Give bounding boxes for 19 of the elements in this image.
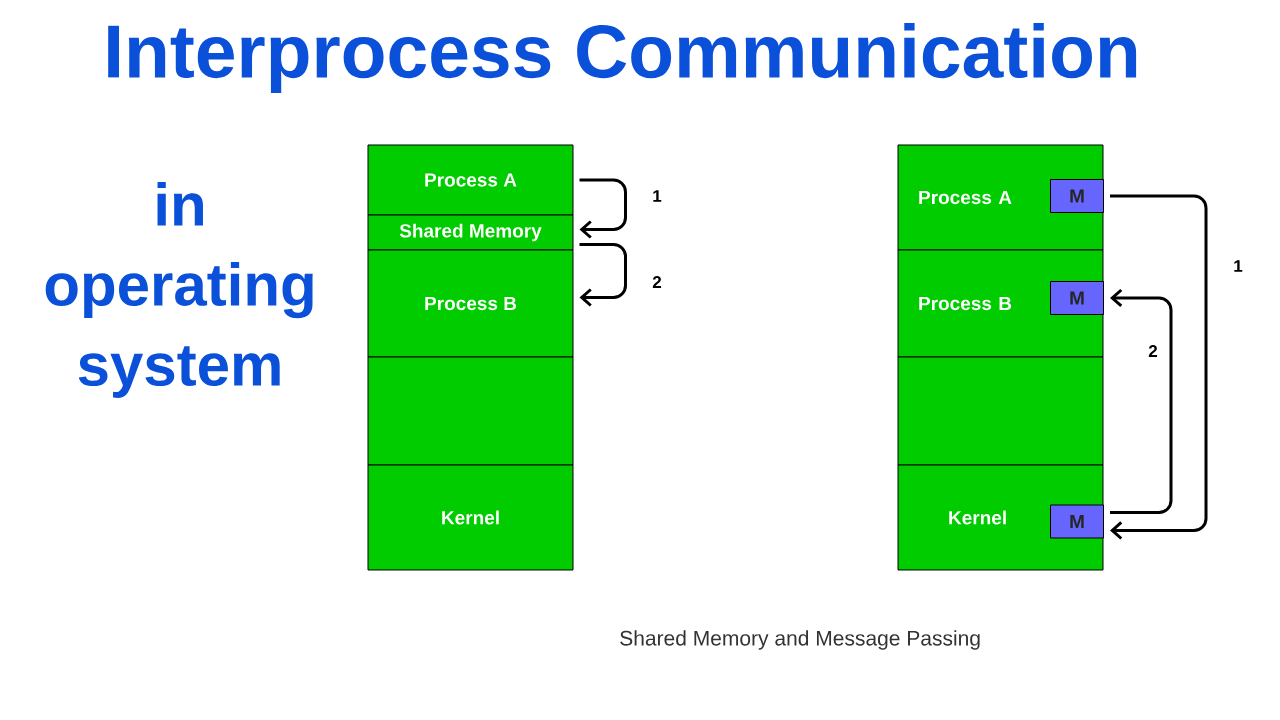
edge-label: 2 — [1148, 345, 1158, 357]
message-box: M — [1050, 179, 1104, 213]
edge-label: 2 — [652, 276, 662, 288]
arrow — [1110, 194, 1208, 540]
empty-segment — [897, 356, 1104, 466]
title: Interprocess Communication — [108, 23, 1137, 93]
memory-segment: Kernel — [367, 464, 574, 571]
arrow — [579, 178, 627, 239]
memory-segment: Process A — [367, 144, 574, 216]
subtitle: in operating system — [45, 182, 313, 398]
edge-label: 1 — [653, 190, 662, 202]
caption: Shared Memory and Message Passing — [620, 630, 980, 650]
arrow — [579, 243, 627, 307]
memory-segment: Shared Memory — [367, 214, 574, 251]
edge-label: 1 — [1234, 260, 1243, 272]
empty-segment — [367, 356, 574, 466]
message-box: M — [1050, 504, 1104, 539]
message-box: M — [1050, 281, 1104, 315]
arrow — [1110, 288, 1173, 514]
